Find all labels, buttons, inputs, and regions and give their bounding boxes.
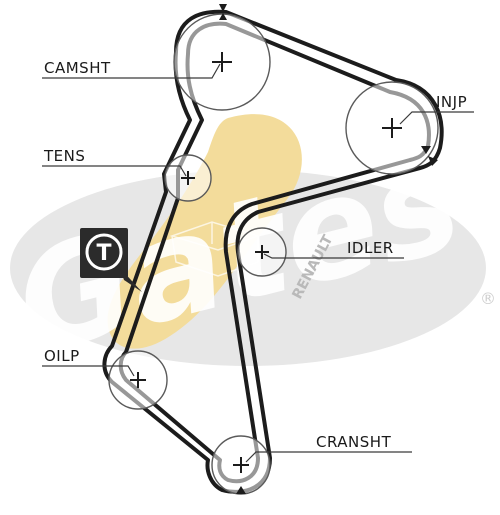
tensioner-badge-circle — [85, 233, 123, 271]
crankshaft-pulley — [211, 435, 271, 495]
camshaft-timing-mark-bottom-icon — [219, 13, 227, 20]
crankshaft-label: CRANSHT — [316, 433, 392, 451]
idler-center-mark — [255, 245, 269, 259]
crankshaft-center-mark — [233, 457, 249, 473]
injection-pump-center-mark — [382, 118, 402, 138]
injection-pump-timing-mark-bottom-icon — [428, 156, 438, 166]
camshaft-leader — [42, 63, 221, 79]
oil-pump-leader — [42, 365, 135, 377]
camshaft-label: CAMSHT — [44, 59, 111, 77]
idler-label: IDLER — [347, 239, 394, 257]
crankshaft-leader — [245, 451, 412, 463]
watermark-registered: ® — [480, 289, 496, 308]
camshaft-center-mark — [212, 52, 232, 72]
idler-leader — [263, 253, 404, 259]
injection-pump-timing-mark-icon — [421, 146, 431, 154]
tensioner-label: TENS — [43, 147, 85, 165]
idler-pulley — [237, 227, 287, 277]
pulleys — [108, 13, 439, 495]
watermark-yellow-swoosh — [107, 114, 302, 349]
oil-pump-label: OILP — [44, 347, 80, 365]
tensioner-badge-arrow-icon — [120, 268, 142, 292]
injection-pump-label: INJP — [436, 93, 467, 111]
tensioner-center-mark — [181, 171, 195, 185]
camshaft-timing-mark-icon — [219, 4, 227, 12]
injection-pump-leader — [399, 111, 474, 125]
tensioner-pulley — [164, 154, 212, 202]
tensioner-leader — [42, 165, 187, 177]
tensioner-badge: T — [80, 228, 142, 292]
injection-pump-pulley — [345, 81, 439, 175]
leader-lines — [42, 63, 474, 463]
component-labels: CAMSHT INJP TENS IDLER OILP CRANSHT — [43, 59, 467, 451]
oil-pump-center-mark — [130, 372, 146, 388]
crankshaft-timing-mark-icon — [236, 486, 246, 494]
camshaft-pulley — [173, 13, 271, 111]
tensioner-badge-letter: T — [96, 241, 111, 266]
oil-pump-pulley — [108, 350, 168, 410]
timing-marks — [219, 4, 438, 494]
